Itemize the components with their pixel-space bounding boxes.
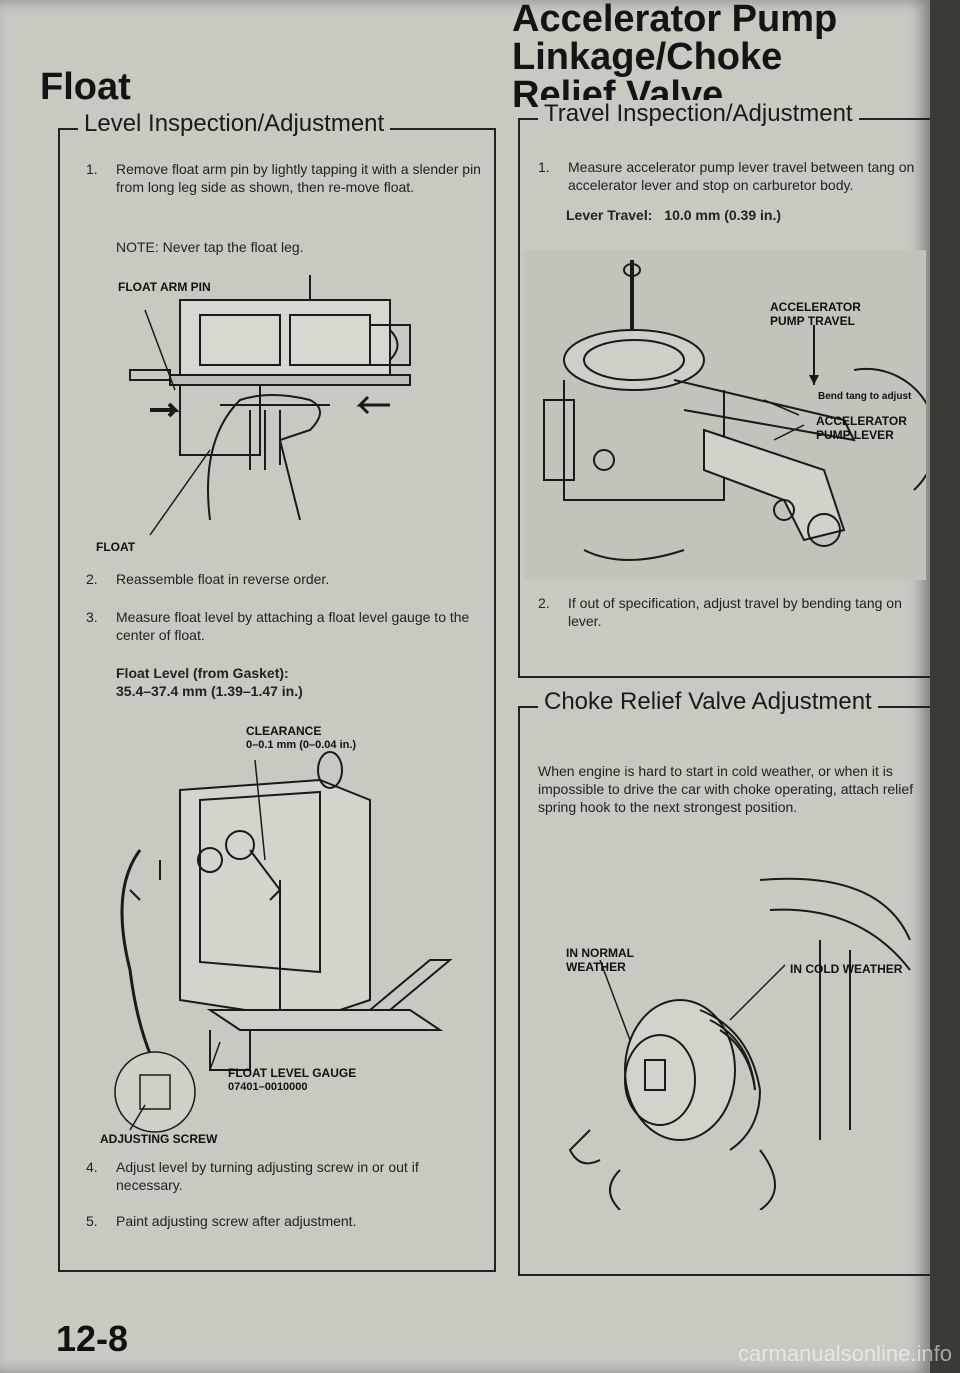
float-removal-figure [129, 275, 411, 536]
step-number: 2. [86, 571, 98, 587]
step-text: Paint adjusting screw after adjustment. [116, 1213, 357, 1229]
accelerator-pump-figure [524, 250, 926, 580]
label-float: FLOAT [96, 540, 136, 554]
float-level-spec-value: 35.4–37.4 mm (1.39–1.47 in.) [116, 683, 303, 699]
step-number: 1. [86, 161, 98, 177]
watermark: carmanualsonline.info [737, 1341, 952, 1366]
manual-page [0, 0, 930, 1373]
step-text: Reassemble float in reverse order. [116, 571, 330, 587]
step-text: If out of specification, adjust travel b… [568, 595, 902, 629]
label-accelerator-pump-travel: ACCELERATOR PUMP TRAVEL [770, 300, 861, 328]
label-bend-tang: Bend tang to adjust [818, 391, 912, 402]
float-level-panel: Level Inspection/Adjustment [58, 110, 496, 1272]
page-number: 12-8 [56, 1318, 129, 1359]
step-number: 1. [538, 159, 550, 175]
label-in-normal-weather: IN NORMAL WEATHER [566, 946, 634, 974]
title-line: Accelerator Pump [512, 0, 838, 40]
step-number: 4. [86, 1159, 98, 1175]
float-level-gauge-figure [114, 751, 453, 1133]
title-line: Linkage/Choke [512, 36, 783, 78]
label-adjusting-screw: ADJUSTING SCREW [100, 1132, 218, 1146]
lever-travel-value: 10.0 mm (0.39 in.) [664, 207, 781, 223]
page-title-accelerator: Accelerator Pump Linkage/Choke Relief Va… [512, 0, 837, 114]
lever-travel-spec: Lever Travel: 10.0 mm (0.39 in.) [566, 206, 781, 224]
label-float-arm-pin: FLOAT ARM PIN [118, 280, 211, 294]
step-text: Adjust level by turning adjusting screw … [116, 1159, 419, 1193]
label-accelerator-pump-lever: ACCELERATOR PUMP LEVER [816, 414, 907, 442]
float-level-spec-label: Float Level (from Gasket): [116, 665, 289, 681]
section-heading-travel: Travel Inspection/Adjustment [538, 100, 859, 128]
choke-relief-panel: Choke Relief Valve Adjustment [518, 688, 930, 1276]
choke-relief-figure [568, 877, 911, 1210]
step-number: 3. [86, 609, 98, 625]
label-clearance: CLEARANCE [246, 724, 322, 738]
label-in-cold-weather: IN COLD WEATHER [790, 962, 903, 976]
choke-relief-text: When engine is hard to start in cold wea… [538, 763, 914, 815]
label-gauge-part-number: 07401–0010000 [228, 1081, 308, 1093]
step-text: Remove float arm pin by lightly tapping … [116, 161, 481, 195]
section-heading-choke: Choke Relief Valve Adjustment [538, 688, 878, 716]
step-number: 2. [538, 595, 550, 611]
step-text: Measure accelerator pump lever travel be… [568, 159, 915, 193]
step-number: 5. [86, 1213, 98, 1229]
step-text: Measure float level by attaching a float… [116, 609, 470, 643]
page-title-float: Float [40, 66, 131, 108]
label-float-level-gauge: FLOAT LEVEL GAUGE [228, 1066, 357, 1080]
travel-panel: Travel Inspection/Adjustment [518, 100, 930, 678]
label-clearance-value: 0–0.1 mm (0–0.04 in.) [246, 739, 357, 751]
section-heading-level: Level Inspection/Adjustment [78, 110, 391, 138]
lever-travel-label: Lever Travel: [566, 207, 653, 223]
page-edge [930, 0, 960, 1373]
note-text: NOTE: Never tap the float leg. [116, 239, 304, 255]
